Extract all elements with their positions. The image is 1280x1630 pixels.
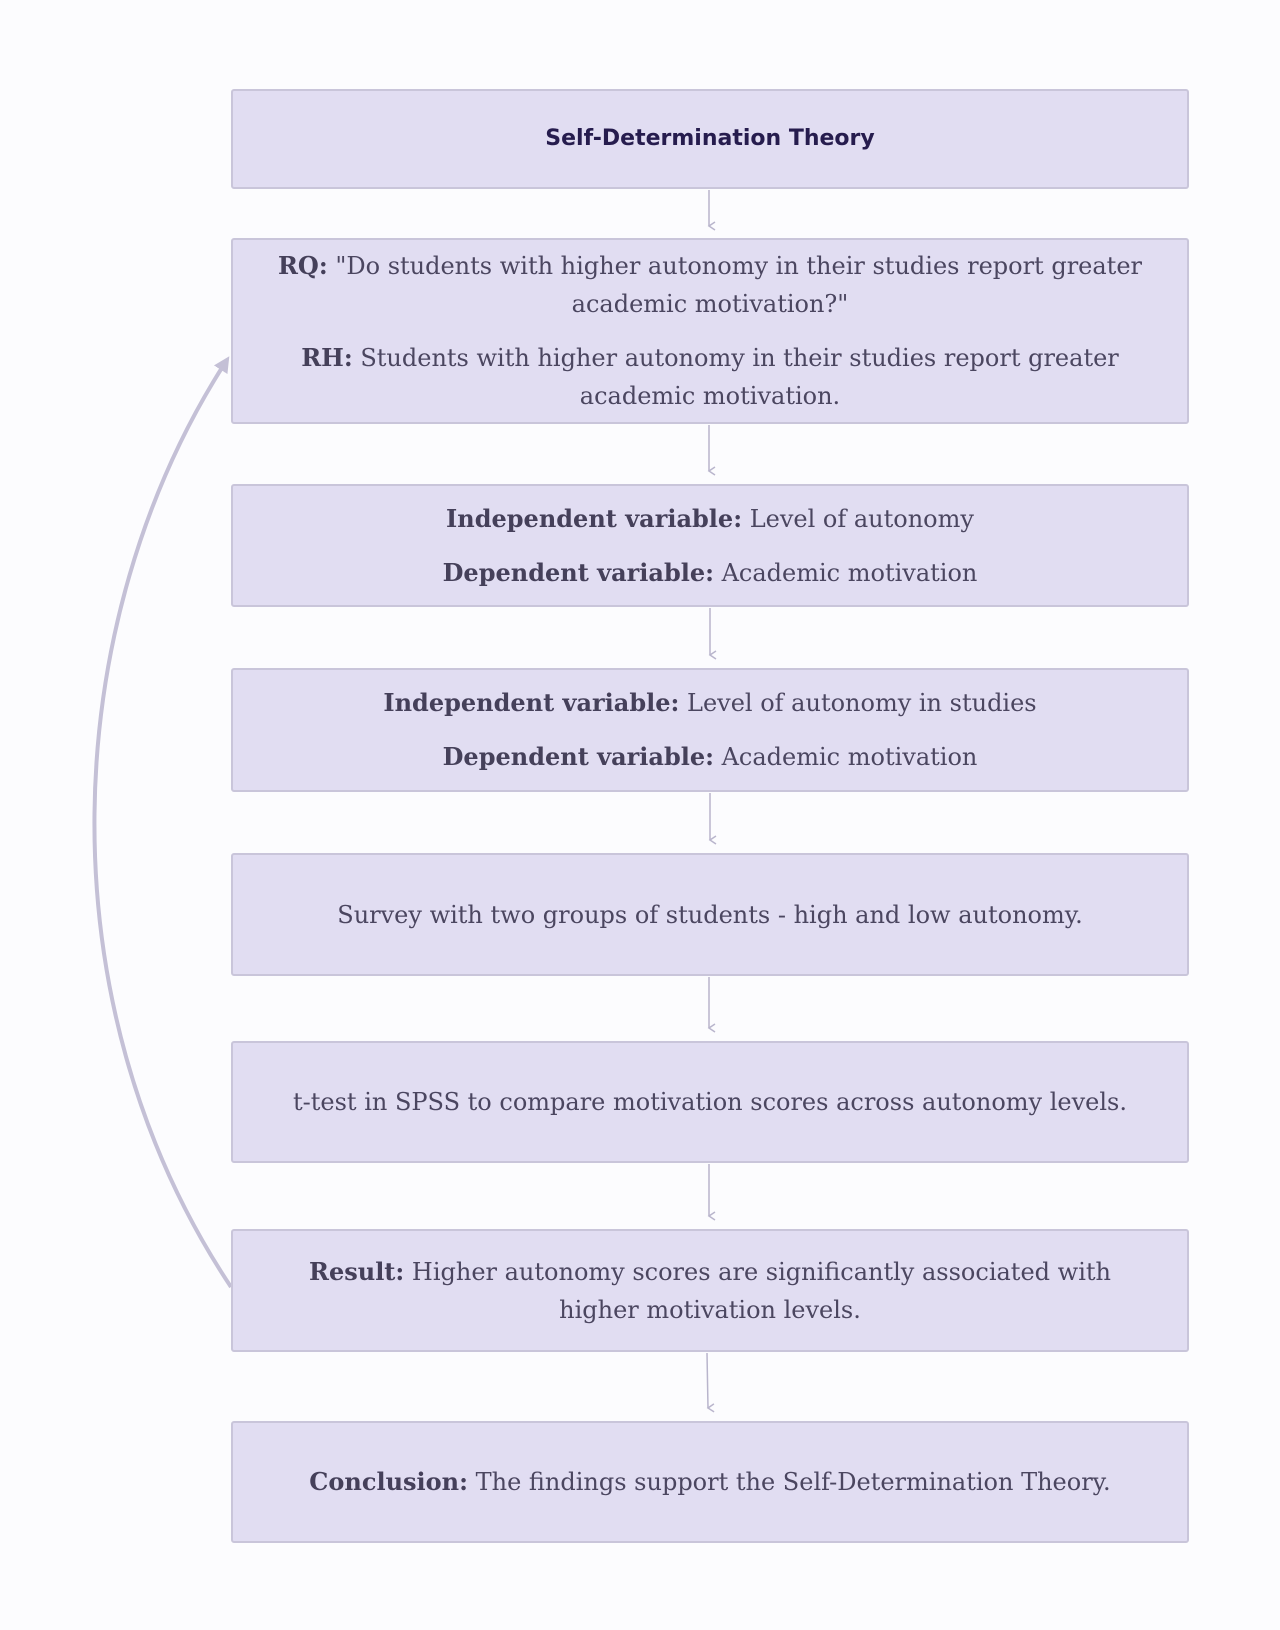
analysis-box: t-test in SPSS to compare motivation sco… (231, 1041, 1189, 1163)
rq-label: RQ: (277, 251, 328, 280)
method-text: Survey with two groups of students - hig… (337, 900, 1083, 929)
result-text: Higher autonomy scores are significantly… (404, 1257, 1111, 1324)
rq-text: "Do students with higher autonomy in the… (327, 252, 1142, 318)
rq-rh-box: RQ: "Do students with higher autonomy in… (231, 238, 1189, 424)
dv-label: Dependent variable: (442, 557, 714, 587)
independent-variable: Independent variable: Level of autonomy (446, 500, 974, 538)
conclusion: Conclusion: The findings support the Sel… (309, 1463, 1110, 1501)
dependent-variable: Dependent variable: Academic motivation (443, 554, 978, 592)
conclusion-text: The findings support the Self-Determinat… (467, 1468, 1111, 1496)
rh-text: Students with higher autonomy in their s… (352, 344, 1119, 410)
independent-variable: Independent variable: Level of autonomy … (383, 684, 1036, 722)
iv-text: Level of autonomy in studies (679, 689, 1037, 717)
arrow-7 (706, 1352, 715, 1413)
theory-title: Self-Determination Theory (545, 126, 875, 151)
dv-text: Academic motivation (713, 743, 978, 771)
research-hypothesis: RH: Students with higher autonomy in the… (273, 339, 1147, 415)
iv-label: Independent variable: (383, 688, 680, 717)
variables-box: Independent variable: Level of autonomy … (231, 484, 1189, 607)
iv-text: Level of autonomy (742, 504, 974, 533)
operationalized-variables-box: Independent variable: Level of autonomy … (231, 668, 1189, 792)
conclusion-label: Conclusion: (309, 1467, 468, 1496)
result: Result: Higher autonomy scores are signi… (273, 1253, 1147, 1329)
dv-text: Academic motivation (713, 558, 978, 587)
iv-label: Independent variable: (446, 503, 743, 533)
result-box: Result: Higher autonomy scores are signi… (231, 1229, 1189, 1352)
theory-box: Self-Determination Theory (231, 89, 1189, 189)
result-label: Result: (309, 1256, 405, 1286)
conclusion-box: Conclusion: The findings support the Sel… (231, 1421, 1189, 1543)
research-question: RQ: "Do students with higher autonomy in… (273, 247, 1147, 323)
dependent-variable: Dependent variable: Academic motivation (443, 738, 978, 776)
method-box: Survey with two groups of students - hig… (231, 853, 1189, 976)
rh-label: RH: (301, 343, 353, 372)
feedback-arrow (92, 356, 233, 1289)
analysis-text: t-test in SPSS to compare motivation sco… (293, 1088, 1127, 1116)
dv-label: Dependent variable: (442, 742, 714, 771)
